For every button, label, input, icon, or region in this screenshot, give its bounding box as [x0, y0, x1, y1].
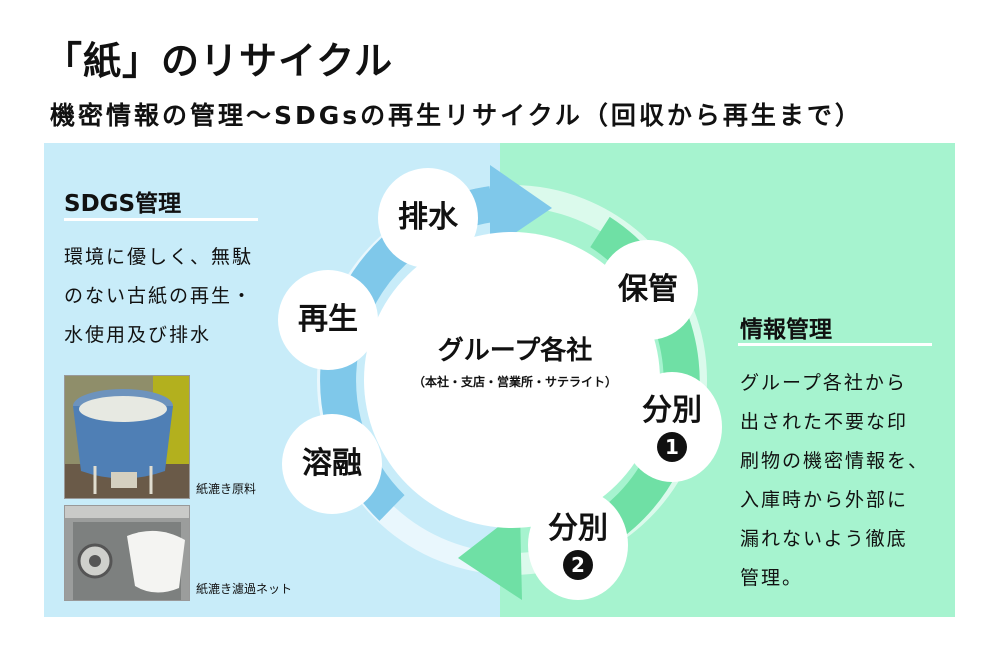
sdgs-description: 環境に優しく、無駄 のない古紙の再生・ 水使用及び排水 — [64, 238, 304, 355]
step-drain-label: 排水 — [398, 200, 458, 235]
blue-arrowhead — [490, 165, 552, 250]
info-line: 出された不要な印 — [740, 411, 909, 433]
step-regeneration: 再生 — [278, 270, 378, 370]
page-title: 「紙」のリサイクル — [44, 39, 394, 83]
number-one-icon: 1 — [657, 432, 687, 462]
pulp-bucket-photo — [64, 375, 190, 499]
filter-net-photo — [64, 505, 190, 601]
info-heading-underline — [738, 343, 932, 346]
step-drain: 排水 — [378, 168, 478, 268]
sdgs-line: 環境に優しく、無駄 — [64, 246, 254, 268]
step-regeneration-label: 再生 — [298, 302, 358, 337]
info-line: 刷物の機密情報を、 — [740, 450, 930, 472]
step-sorting-2-label: 分別 — [548, 511, 608, 546]
info-description: グループ各社から 出された不要な印 刷物の機密情報を、 入庫時から外部に 漏れな… — [740, 364, 955, 598]
step-storage: 保管 — [598, 240, 698, 340]
center-title: グループ各社 — [437, 336, 593, 366]
info-heading: 情報管理 — [740, 317, 832, 343]
step-sorting-1-label: 分別 — [642, 393, 702, 428]
center-subtitle: （本社・支店・営業所・サテライト） — [412, 375, 617, 389]
photo-caption-filter: 紙漉き濾過ネット — [196, 582, 293, 596]
step-storage-label: 保管 — [618, 272, 678, 307]
sdgs-heading-underline — [64, 218, 258, 221]
info-line: 管理。 — [740, 567, 804, 589]
info-line: グループ各社から — [740, 372, 907, 394]
step-melting-label: 溶融 — [302, 446, 362, 481]
green-arrowhead — [458, 510, 522, 600]
sdgs-line: 水使用及び排水 — [64, 324, 212, 346]
page-subtitle: 機密情報の管理〜SDGsの再生リサイクル（回収から再生まで） — [50, 101, 863, 130]
center-label: グループ各社 （本社・支店・営業所・サテライト） — [380, 330, 650, 390]
info-line: 入庫時から外部に — [740, 489, 909, 511]
number-two-icon: 2 — [563, 550, 593, 580]
step-melting: 溶融 — [282, 414, 382, 514]
sdgs-heading: SDGS管理 — [64, 191, 182, 217]
step-sorting-1: 分別 1 — [622, 372, 722, 482]
info-line: 漏れないよう徹底 — [740, 528, 908, 550]
step-sorting-2: 分別 2 — [528, 490, 628, 600]
sdgs-line: のない古紙の再生・ — [64, 285, 254, 307]
center-hub — [364, 232, 660, 528]
photo-caption-pulp: 紙漉き原料 — [196, 482, 257, 496]
